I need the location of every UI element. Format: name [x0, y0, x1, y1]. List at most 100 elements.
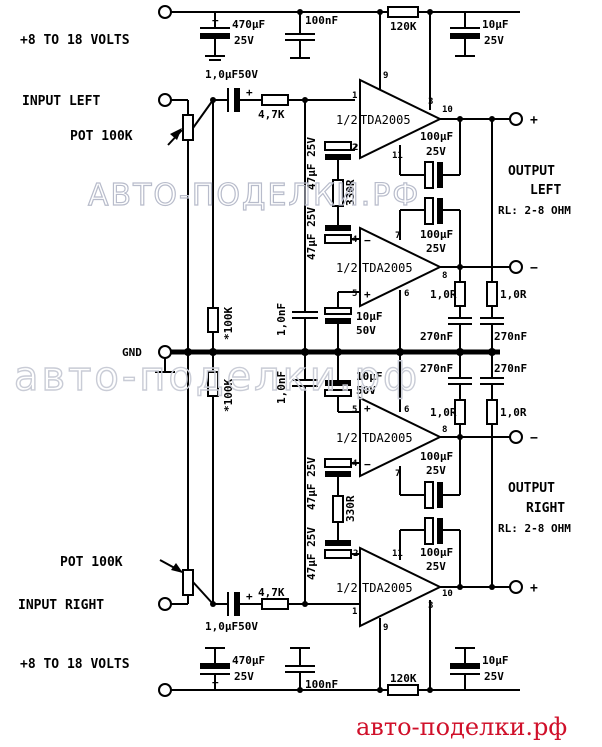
left-zobel: 1,0R 1,0R 270nF 270nF: [420, 119, 527, 352]
output-right-minus-terminal[interactable]: [509, 430, 523, 444]
r1r-right-2: 1,0R: [500, 406, 527, 419]
c270n-right-2: 270nF: [494, 362, 527, 375]
svg-text:−: −: [530, 261, 538, 276]
watermark-footer: авто-поделки.рф: [356, 713, 567, 741]
top-c100n-label: 100nF: [305, 14, 338, 27]
ic-left-b-label: TDA2005: [362, 261, 413, 275]
c100u-c-label: 100µF: [420, 450, 453, 463]
top-r120k-label: 120K: [390, 20, 417, 33]
svg-text:11: 11: [392, 151, 403, 161]
right-feedback-caps: 47µF 25V 47µF 25V 330R 2: [305, 457, 360, 580]
left-feedback-caps: 47µF 25V 47µF 25V 330R 2 4: [304, 100, 360, 312]
svg-text:+: +: [364, 288, 371, 301]
right-zobel: 270nF 270nF 1,0R 1,0R: [420, 352, 527, 586]
svg-text:+: +: [246, 86, 253, 99]
r4k7-left-label: 4,7K: [258, 108, 285, 121]
ic-right-a-label: TDA2005: [362, 581, 413, 595]
bottom-c10u-label: 10µF: [482, 654, 509, 667]
output-left-plus-terminal[interactable]: [509, 112, 523, 126]
svg-text:50V: 50V: [356, 324, 376, 337]
bottom-supply-terminal[interactable]: [158, 683, 172, 697]
top-c470-label: 470µF: [232, 18, 265, 31]
output-right-labels: OUTPUT RIGHT RL: 2-8 OHM: [498, 481, 571, 535]
output-right-rl: RL: 2-8 OHM: [498, 522, 571, 535]
r1r-left-2: 1,0R: [500, 288, 527, 301]
ic-left-a: TDA2005 1/2 9 1 2 3 10 11 + 100µF 25V: [336, 71, 538, 189]
top-supply-section: +8 TO 18 VOLTS 470µF 25V + 100nF 120K 10…: [20, 5, 520, 110]
ic-right-b: TDA2005 1/2 5 6 8 7 4 + − − 100µF 25V: [336, 352, 538, 509]
ic-left-a-label: TDA2005: [360, 113, 411, 127]
c47u-right-label-2: 47µF 25V: [305, 527, 318, 580]
svg-text:1/2: 1/2: [336, 581, 358, 595]
output-left-minus-terminal[interactable]: [509, 260, 523, 274]
pot-left-label: POT 100K: [70, 129, 133, 144]
gnd-bus: GND: [122, 345, 500, 373]
input-left-cap-label: 1,0µF50V: [205, 68, 258, 81]
input-right-terminal[interactable]: [158, 597, 172, 611]
svg-text:−: −: [530, 431, 538, 446]
svg-text:6: 6: [404, 405, 409, 415]
ic-right-a: TDA2005 1/2 11 10 1 3 9 + 100µF 25V: [336, 517, 538, 690]
ic-right-b-label: TDA2005: [362, 431, 413, 445]
input-right-label: INPUT RIGHT: [18, 598, 104, 613]
svg-text:1: 1: [352, 607, 357, 617]
svg-text:7: 7: [395, 469, 400, 479]
r100k-top: *100K: [222, 307, 235, 340]
r100k-bottom: *100K: [222, 379, 235, 412]
output-left-labels: OUTPUT LEFT RL: 2-8 OHM: [498, 164, 571, 217]
output-right-sub: RIGHT: [526, 501, 565, 516]
bottom-c100n-label: 100nF: [305, 678, 338, 691]
bottom-c10u-volt: 25V: [484, 670, 504, 683]
left-input-section: INPUT LEFT POT 100K 1,0µF50V + 4,7K: [22, 68, 355, 355]
svg-text:5: 5: [352, 289, 357, 299]
c10u50-right: 10µF: [356, 370, 383, 383]
bias-resistors: *100K *100K: [207, 100, 235, 604]
output-right-plus-terminal[interactable]: [509, 580, 523, 594]
left-pin5-caps: 10µF 50V 1,0nF: [275, 291, 383, 352]
svg-text:2: 2: [353, 549, 358, 559]
top-c470-volt: 25V: [234, 34, 254, 47]
input-left-label: INPUT LEFT: [22, 94, 100, 109]
output-left-rl: RL: 2-8 OHM: [498, 204, 571, 217]
output-left-title: OUTPUT: [508, 164, 555, 179]
svg-text:9: 9: [383, 71, 388, 81]
svg-text:+: +: [530, 581, 538, 596]
svg-text:2: 2: [353, 143, 358, 153]
bottom-r120k-label: 120K: [390, 672, 417, 685]
svg-text:+: +: [364, 402, 371, 415]
c1n-right: 1,0nF: [275, 371, 288, 404]
svg-text:5: 5: [352, 405, 357, 415]
svg-text:1: 1: [352, 91, 357, 101]
pot-left[interactable]: [182, 114, 194, 141]
top-supply-terminal[interactable]: [158, 5, 172, 19]
svg-text:−: −: [364, 234, 371, 247]
top-supply-label: +8 TO 18 VOLTS: [20, 33, 130, 48]
input-left-terminal[interactable]: [158, 93, 172, 107]
bottom-c470-volt: 25V: [234, 670, 254, 683]
pot-right-label: POT 100K: [60, 555, 123, 570]
bottom-c470-label: 470µF: [232, 654, 265, 667]
top-c10u-volt: 25V: [484, 34, 504, 47]
svg-text:6: 6: [404, 289, 409, 299]
c1n-left: 1,0nF: [275, 303, 288, 336]
svg-text:1/2: 1/2: [336, 431, 358, 445]
svg-text:7: 7: [395, 231, 400, 241]
c47u-left-label-1: 47µF 25V: [305, 137, 318, 190]
pot-right[interactable]: [182, 569, 194, 596]
svg-text:3: 3: [428, 97, 433, 107]
c100u-d-label: 100µF: [420, 546, 453, 559]
svg-text:8: 8: [442, 271, 447, 281]
svg-text:10: 10: [442, 105, 453, 115]
svg-text:25V: 25V: [426, 145, 446, 158]
svg-text:4: 4: [352, 235, 358, 245]
svg-text:8: 8: [442, 425, 447, 435]
right-pin5-caps: 1,0nF 10µF 50V: [275, 352, 383, 604]
output-right-title: OUTPUT: [508, 481, 555, 496]
output-left-sub: LEFT: [530, 183, 561, 198]
svg-text:+: +: [246, 590, 253, 603]
c100u-b-label: 100µF: [420, 228, 453, 241]
watermark-top: АВТО-ПОДЕЛКИ.РФ: [88, 178, 420, 213]
svg-text:+: +: [212, 14, 219, 27]
c270n-right-1: 270nF: [420, 362, 453, 375]
